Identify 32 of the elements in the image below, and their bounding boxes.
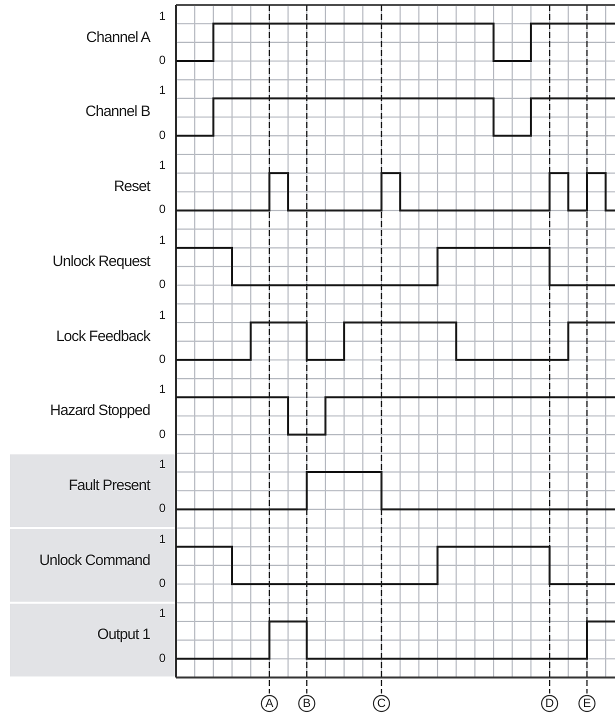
level-label: 0: [159, 278, 166, 290]
level-label: 0: [159, 128, 166, 141]
marker-letter: D: [544, 697, 555, 710]
marker-letter: B: [302, 697, 312, 710]
level-label: 1: [159, 607, 166, 620]
level-label: 1: [159, 10, 166, 22]
marker-letter: E: [582, 697, 592, 710]
level-label: 1: [159, 234, 166, 246]
level-label: 1: [159, 308, 166, 321]
level-label: 1: [159, 159, 166, 172]
level-label: 1: [159, 84, 166, 96]
signal-name: Channel B: [85, 104, 150, 120]
level-label: 0: [159, 428, 166, 440]
signal-name: Output 1: [97, 627, 150, 642]
level-label: 0: [159, 203, 166, 216]
signal-name: Unlock Request: [52, 254, 150, 269]
level-label: 1: [159, 458, 166, 470]
signal-name: Lock Feedback: [56, 328, 150, 344]
signal-name: Channel A: [86, 30, 150, 45]
marker-letter: A: [264, 697, 274, 710]
signal-name: Reset: [114, 179, 150, 194]
marker-letter: C: [376, 697, 387, 710]
signal-name: Hazard Stopped: [50, 403, 150, 418]
level-label: 0: [159, 502, 166, 514]
level-label: 1: [159, 383, 166, 396]
level-label: 1: [159, 532, 166, 545]
level-label: 0: [159, 352, 166, 365]
signal-name: Fault Present: [68, 478, 150, 493]
level-label: 0: [159, 652, 166, 664]
level-label: 0: [159, 54, 166, 66]
signal-name: Unlock Command: [39, 552, 150, 568]
level-label: 0: [159, 577, 166, 590]
